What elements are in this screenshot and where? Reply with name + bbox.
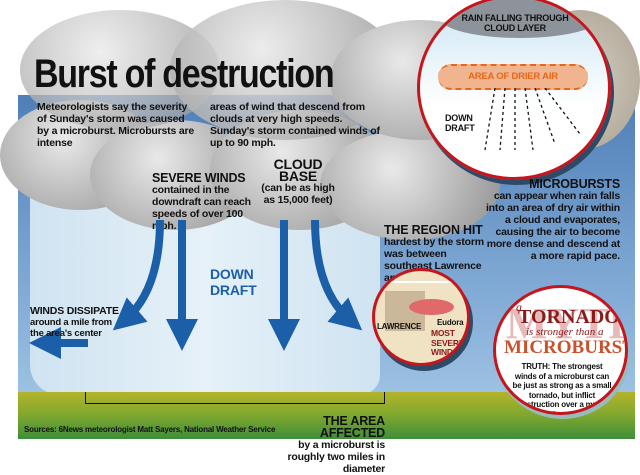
winds-dissipate-heading: WINDS DISSIPATE (30, 305, 119, 317)
intro-text-2: areas of wind that descend from clouds a… (210, 101, 380, 149)
downdraft-arrows (29, 219, 363, 359)
map-lawrence: LAWRENCE (377, 322, 422, 331)
myth-microburst: MICROBURST (504, 337, 628, 358)
region-hit-heading: THE REGION HIT (384, 223, 483, 237)
drier-air-cloud (438, 64, 588, 90)
winds-dissipate-text: around a mile from the area's center (30, 317, 112, 339)
truth-body: The strongest winds of a microburst can … (512, 362, 612, 415)
severe-winds-text: contained in the downdraft can reach spe… (152, 184, 251, 232)
cloud-base-text: (can be as high as 15,000 feet) (261, 182, 335, 206)
area-bracket (85, 392, 385, 404)
myth-watermark: MYTH (506, 299, 625, 348)
rain-cloud (440, 0, 600, 38)
downdraft-label: DOWN DRAFT (210, 266, 257, 298)
arrow-down-4 (311, 219, 363, 331)
myth-stronger: is stronger than a (526, 326, 604, 338)
myth-badge: MYTH a TORNADO is stronger than a MICROB… (493, 285, 628, 415)
inset-downdraft-label: DOWN DRAFT (445, 113, 475, 133)
map-eudora: Eudora (437, 318, 464, 327)
microburst-inset: RAIN FALLING THROUGH CLOUD LAYER AREA OF… (417, 0, 611, 180)
intro-text-1: Meteorologists say the severity of Sunda… (37, 101, 194, 149)
truth-text: TRUTH: The strongest winds of a microbur… (510, 362, 614, 415)
area-affected-heading: THE AREA AFFECTED (319, 414, 385, 440)
cloud-base-heading: CLOUD BASE (273, 156, 323, 184)
myth-a: a (516, 300, 522, 314)
severe-wind-zone (409, 299, 454, 315)
myth-tornado: TORNADO (518, 306, 620, 328)
cloud-base-label: CLOUD BASE(can be as high as 15,000 feet… (258, 156, 338, 206)
microbursts-heading: MICROBURSTS (529, 177, 620, 191)
truth-label: TRUTH: (521, 362, 551, 371)
region-map: LAWRENCE Eudora MOST SEVERE WINDS (372, 268, 470, 366)
road (375, 281, 467, 283)
inset-rain-label: RAIN FALLING THROUGH CLOUD LAYER (461, 13, 569, 33)
map-most-severe: MOST SEVERE WINDS (431, 328, 465, 357)
page-title: Burst of destruction (34, 52, 335, 96)
inset-drier-label: AREA OF DRIER AIR (468, 71, 558, 82)
arrow-down-1 (112, 219, 164, 331)
area-affected-text: by a microburst is roughly two miles in … (287, 439, 385, 475)
sources: Sources: 6News meteorologist Matt Sayers… (24, 425, 276, 434)
microbursts-text: can appear when rain falls into an area … (485, 190, 620, 262)
dashed-downdraft-arrows (484, 88, 581, 151)
severe-winds-heading: SEVERE WINDS (152, 171, 246, 185)
